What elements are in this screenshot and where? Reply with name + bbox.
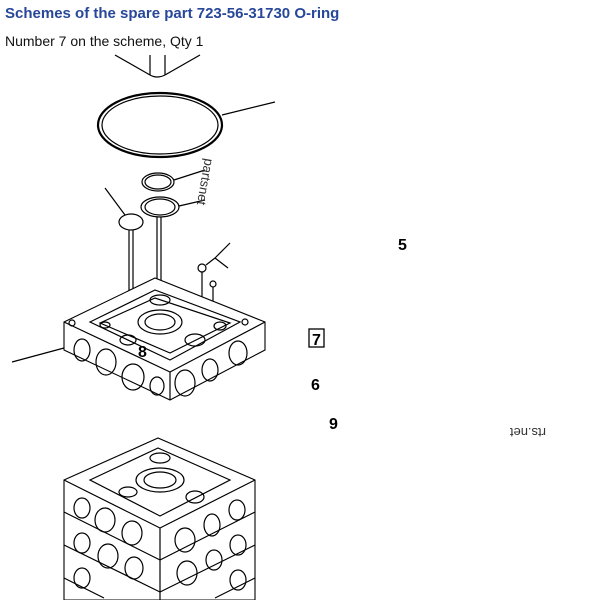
callout-9: 9 (329, 416, 338, 433)
callout-6: 6 (311, 377, 320, 394)
part-position-info: Number 7 on the scheme, Qty 1 (5, 33, 204, 49)
callout-7[interactable]: 7 (312, 332, 321, 349)
callout-5: 5 (398, 237, 407, 254)
watermark-vertical: partsnet (194, 157, 217, 206)
large-o-ring (96, 91, 276, 159)
watermark-upside-down: rts.net (509, 425, 546, 440)
top-shaft (114, 54, 201, 78)
page-title: Schemes of the spare part 723-56-31730 O… (5, 5, 340, 22)
upper-valve-block (11, 277, 266, 401)
lower-valve-stack (63, 437, 256, 600)
small-o-ring-upper (141, 169, 206, 192)
callout-8: 8 (138, 344, 147, 361)
small-fittings (197, 242, 231, 318)
callout-7-highlight-box (308, 328, 325, 348)
